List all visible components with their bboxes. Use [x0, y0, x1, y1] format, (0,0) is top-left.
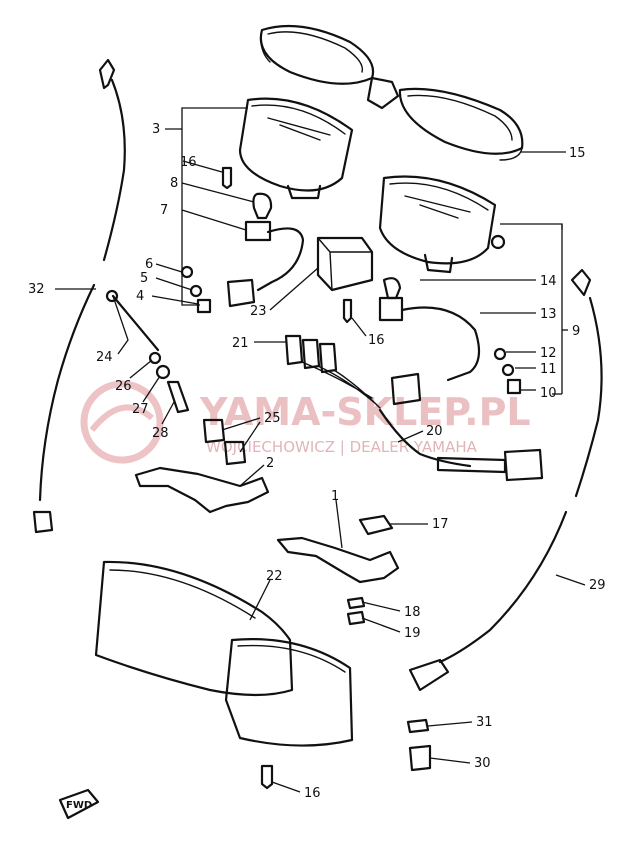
collar-28: [166, 380, 190, 414]
nut-26: [148, 351, 162, 365]
callout-24: 24: [96, 350, 113, 365]
grommets-25: [202, 418, 247, 466]
bolt-30: [408, 744, 432, 772]
callout-20: 20: [426, 424, 443, 439]
callout-29: 29: [589, 578, 606, 593]
regulator-23: [316, 236, 374, 292]
callout-9: 9: [572, 324, 580, 339]
washer-18: [346, 596, 366, 610]
callout-16-lower: 16: [304, 786, 321, 801]
nut-12: [493, 347, 507, 361]
watermark-title: YAMA-SKLEP.PL: [199, 390, 531, 434]
callout-26: 26: [115, 379, 132, 394]
leader-lines: [55, 107, 586, 793]
bolt-24: [105, 289, 160, 352]
forward-direction-tag: FWD: [58, 788, 100, 820]
washer-11: [501, 363, 515, 377]
callout-19: 19: [404, 626, 421, 641]
cushion-17: [358, 514, 394, 536]
watermark-logo: [80, 380, 164, 464]
harness-20: [378, 408, 544, 482]
washer-27: [155, 364, 171, 380]
watermark-subtitle: WOJCIECHOWICZ | DEALER YAMAHA: [206, 438, 478, 456]
callout-15: 15: [569, 146, 586, 161]
callout-23: 23: [250, 304, 267, 319]
callout-11: 11: [540, 362, 557, 377]
callout-10: 10: [540, 386, 557, 401]
callout-5: 5: [140, 271, 148, 286]
callout-18: 18: [404, 605, 421, 620]
callout-3: 3: [152, 122, 160, 137]
lower-cover-22: [94, 560, 354, 747]
tachometer-cable-29: [408, 268, 603, 692]
watermark: YAMA-SKLEP.PL WOJCIECHOWICZ | DEALER YAM…: [80, 380, 531, 464]
tachometer-9: [378, 175, 506, 274]
grommet-4: [196, 298, 212, 314]
callout-12: 12: [540, 346, 557, 361]
nut-19: [346, 610, 366, 626]
callout-31: 31: [476, 715, 493, 730]
callout-13: 13: [540, 307, 557, 322]
nut-6: [180, 265, 194, 279]
socket-14: [378, 277, 481, 406]
callout-numbers: 3 16 8 7 6 5 4 15 14 13 9 12 11 10 16 21…: [28, 122, 606, 801]
callout-32: 32: [28, 282, 45, 297]
callout-4: 4: [136, 289, 144, 304]
callout-7: 7: [160, 203, 168, 218]
screw-16-middle: [342, 298, 353, 324]
washer-31: [406, 718, 430, 734]
callout-1: 1: [331, 489, 339, 504]
bracket-2: [134, 466, 270, 514]
callout-2: 2: [266, 456, 274, 471]
callout-16-middle: 16: [368, 333, 385, 348]
screw-16-lower: [260, 764, 274, 790]
callout-14: 14: [540, 274, 557, 289]
callout-17: 17: [432, 517, 449, 532]
bulb-8: [252, 192, 273, 220]
grommet-10: [506, 378, 522, 395]
callout-21: 21: [232, 336, 249, 351]
callout-16-upper: 16: [180, 155, 197, 170]
socket-7: [226, 220, 305, 308]
forward-direction-label: FWD: [66, 800, 92, 811]
callout-8: 8: [170, 176, 178, 191]
callout-27: 27: [132, 402, 149, 417]
callout-30: 30: [474, 756, 491, 771]
indicator-lamps-21: [284, 334, 381, 409]
speedometer-3: [238, 97, 354, 200]
meter-cover-15: [259, 24, 524, 161]
speedometer-cable-32: [32, 58, 126, 534]
watermark-logo-swoosh: [89, 404, 154, 432]
callout-28: 28: [152, 426, 169, 441]
bracket-1: [276, 536, 400, 584]
callout-6: 6: [145, 257, 153, 272]
washer-5: [189, 284, 203, 298]
screw-16-upper: [221, 166, 233, 190]
callout-25: 25: [264, 411, 281, 426]
callout-22: 22: [266, 569, 283, 584]
